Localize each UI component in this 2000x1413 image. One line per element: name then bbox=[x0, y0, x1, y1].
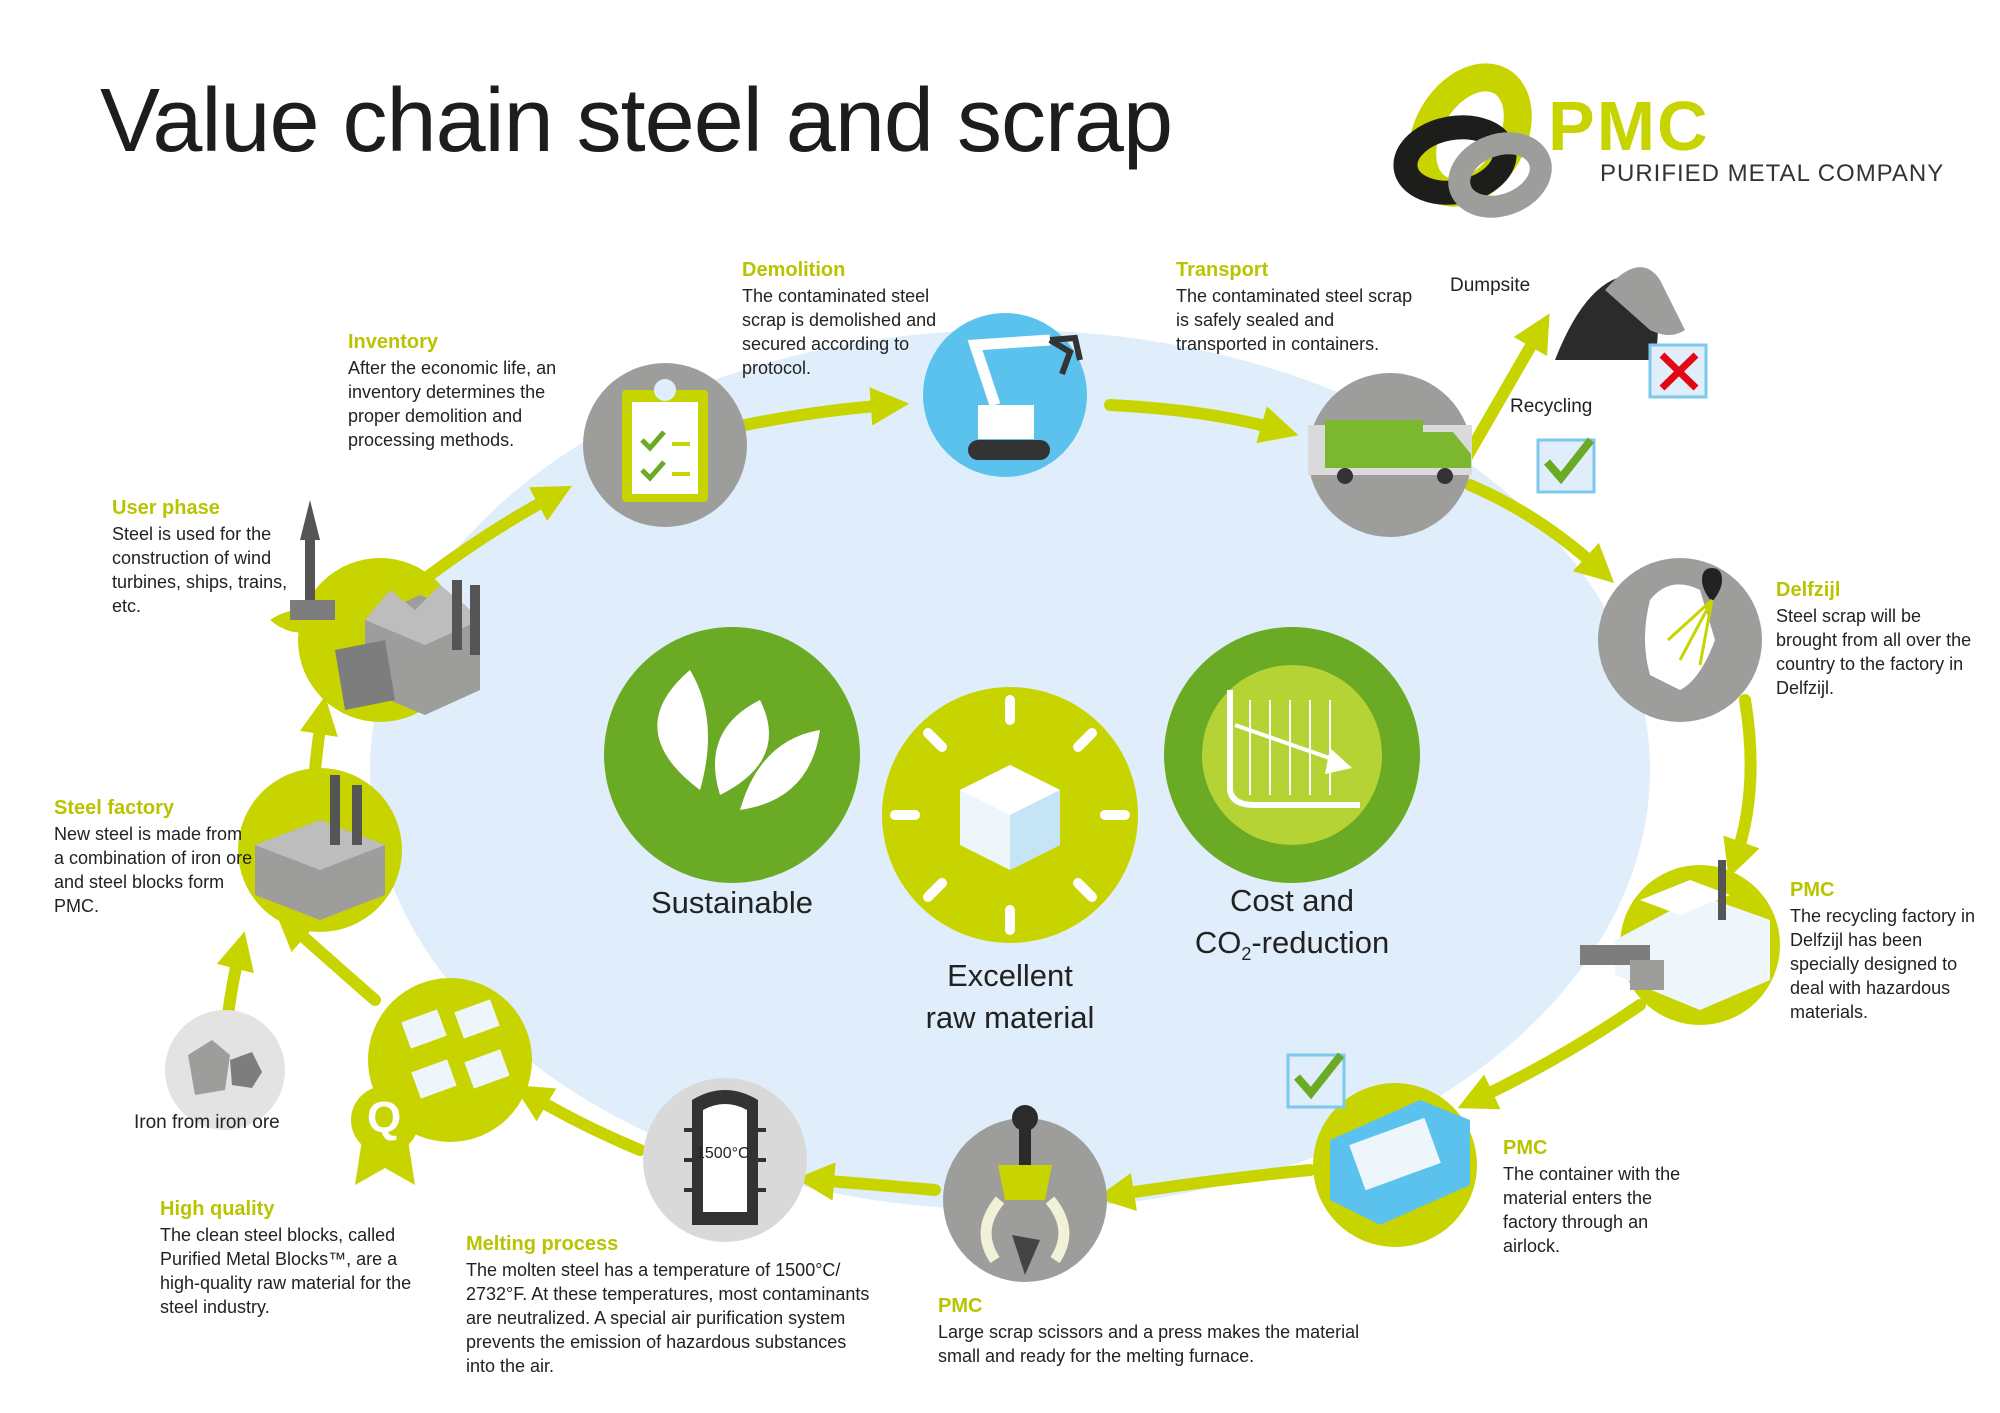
delfzijl-icon bbox=[1598, 558, 1762, 722]
scrap-scissors-icon bbox=[943, 1105, 1107, 1282]
quality-badge-icon bbox=[351, 1086, 419, 1185]
step-text: Steel scrap will be brought from all ove… bbox=[1776, 606, 1972, 698]
step-melting: Melting process The molten steel has a t… bbox=[466, 1232, 876, 1378]
step-heading: High quality bbox=[160, 1198, 275, 1220]
step-heading: Steel factory bbox=[54, 797, 175, 819]
arrow-melting-to-quality bbox=[513, 1085, 646, 1156]
transport-icon bbox=[1308, 373, 1472, 537]
user-phase-icon bbox=[270, 500, 480, 722]
reduction-text: -reduction bbox=[1251, 925, 1390, 960]
cost-reduction-label: Cost and CO2-reduction bbox=[1162, 880, 1422, 975]
step-text: The contaminated steel scrap is demolish… bbox=[742, 286, 937, 378]
dumpsite-label: Dumpsite bbox=[1450, 275, 1531, 296]
step-demolition: Demolition The contaminated steel scrap … bbox=[742, 258, 962, 380]
arrow-inventory-to-demolition bbox=[739, 387, 910, 431]
step-text: After the economic life, an inventory de… bbox=[348, 358, 557, 450]
arrow-user-to-inventory bbox=[424, 485, 572, 581]
cost-line-1: Cost and bbox=[1229, 883, 1355, 918]
step-user-phase: User phase Steel is used for the constru… bbox=[112, 496, 302, 618]
arrow-transport-to-delfzijl bbox=[1464, 479, 1615, 583]
pmc-logo-icon bbox=[1393, 63, 1552, 218]
dumpsite-icon bbox=[1555, 267, 1685, 360]
step-inventory: Inventory After the economic life, an in… bbox=[348, 330, 598, 452]
excellent-raw-material-icon bbox=[882, 687, 1138, 943]
step-text: The recycling factory in Delfzijl has be… bbox=[1790, 906, 1976, 1022]
step-text: The molten steel has a temperature of 15… bbox=[466, 1260, 870, 1376]
brand-subtitle: PURIFIED METAL COMPANY bbox=[1600, 160, 1945, 187]
cost-line-2: CO2-reduction bbox=[1162, 922, 1422, 975]
step-heading: Demolition bbox=[742, 259, 846, 281]
cost-reduction-icon bbox=[1164, 627, 1420, 883]
step-heading: Transport bbox=[1176, 259, 1269, 281]
page-title: Value chain steel and scrap bbox=[100, 71, 1173, 171]
step-pmc-scissors: PMC Large scrap scissors and a press mak… bbox=[938, 1294, 1378, 1368]
arrow-container-to-scissors bbox=[1096, 1164, 1316, 1211]
arrow-factory-to-container bbox=[1457, 999, 1646, 1110]
step-heading: Delfzijl bbox=[1776, 579, 1841, 601]
recycling-check-icon bbox=[1536, 437, 1596, 494]
iron-ore-label: Iron from iron ore bbox=[134, 1112, 280, 1133]
brand-name: PMC bbox=[1548, 87, 1710, 165]
step-text: The clean steel blocks, called Purified … bbox=[160, 1225, 412, 1317]
sustainable-label: Sustainable bbox=[650, 885, 813, 920]
step-text: The contaminated steel scrap is safely s… bbox=[1176, 286, 1413, 354]
recycling-label: Recycling bbox=[1510, 396, 1593, 417]
step-high-quality: High quality The clean steel blocks, cal… bbox=[160, 1197, 430, 1319]
container-airlock-icon bbox=[1313, 1083, 1477, 1247]
sustainable-icon bbox=[604, 627, 860, 883]
step-transport: Transport The contaminated steel scrap i… bbox=[1176, 258, 1416, 356]
step-heading: PMC bbox=[938, 1295, 983, 1317]
co2-subscript: 2 bbox=[1241, 944, 1252, 965]
step-heading: PMC bbox=[1790, 879, 1835, 901]
step-steel-factory: Steel factory New steel is made from a c… bbox=[54, 796, 254, 918]
arrow-delfzijl-to-factory bbox=[1723, 694, 1760, 879]
melting-furnace-icon bbox=[643, 1078, 807, 1242]
arrow-scissors-to-melting bbox=[795, 1162, 941, 1201]
step-heading: Melting process bbox=[466, 1233, 619, 1255]
iron-ore-icon bbox=[165, 1010, 285, 1130]
quality-badge-letter: Q bbox=[367, 1093, 402, 1142]
arrow-demolition-to-transport bbox=[1104, 399, 1299, 444]
step-heading: User phase bbox=[112, 497, 220, 519]
step-heading: Inventory bbox=[348, 331, 439, 353]
airlock-check-icon bbox=[1286, 1052, 1346, 1109]
step-heading: PMC bbox=[1503, 1137, 1548, 1159]
step-text: New steel is made from a combination of … bbox=[54, 824, 253, 916]
step-text: Steel is used for the construction of wi… bbox=[112, 524, 288, 616]
excellent-line-2: raw material bbox=[925, 1000, 1095, 1035]
step-text: The container with the material enters t… bbox=[1503, 1164, 1681, 1256]
arrow-quality-to-factory bbox=[275, 912, 381, 1006]
step-text: Large scrap scissors and a press makes t… bbox=[938, 1322, 1360, 1366]
excellent-line-1: Excellent bbox=[947, 958, 1073, 993]
inventory-icon bbox=[583, 363, 747, 527]
step-delfzijl: Delfzijl Steel scrap will be brought fro… bbox=[1776, 578, 1976, 700]
step-pmc-factory: PMC The recycling factory in Delfzijl ha… bbox=[1790, 878, 1980, 1024]
demolition-icon bbox=[923, 313, 1087, 477]
excellent-raw-material-label: Excellent raw material bbox=[880, 955, 1140, 1039]
pmc-factory-icon bbox=[1580, 860, 1780, 1025]
furnace-temp-label: 1500°C bbox=[696, 1145, 750, 1162]
arrow-factory-to-user bbox=[300, 696, 338, 776]
arrow-to-dumpsite bbox=[1459, 313, 1550, 466]
step-pmc-container: PMC The container with the material ente… bbox=[1503, 1136, 1683, 1258]
steel-factory-icon bbox=[238, 768, 402, 932]
co2-text: CO bbox=[1194, 925, 1242, 960]
reject-icon bbox=[1648, 343, 1708, 399]
